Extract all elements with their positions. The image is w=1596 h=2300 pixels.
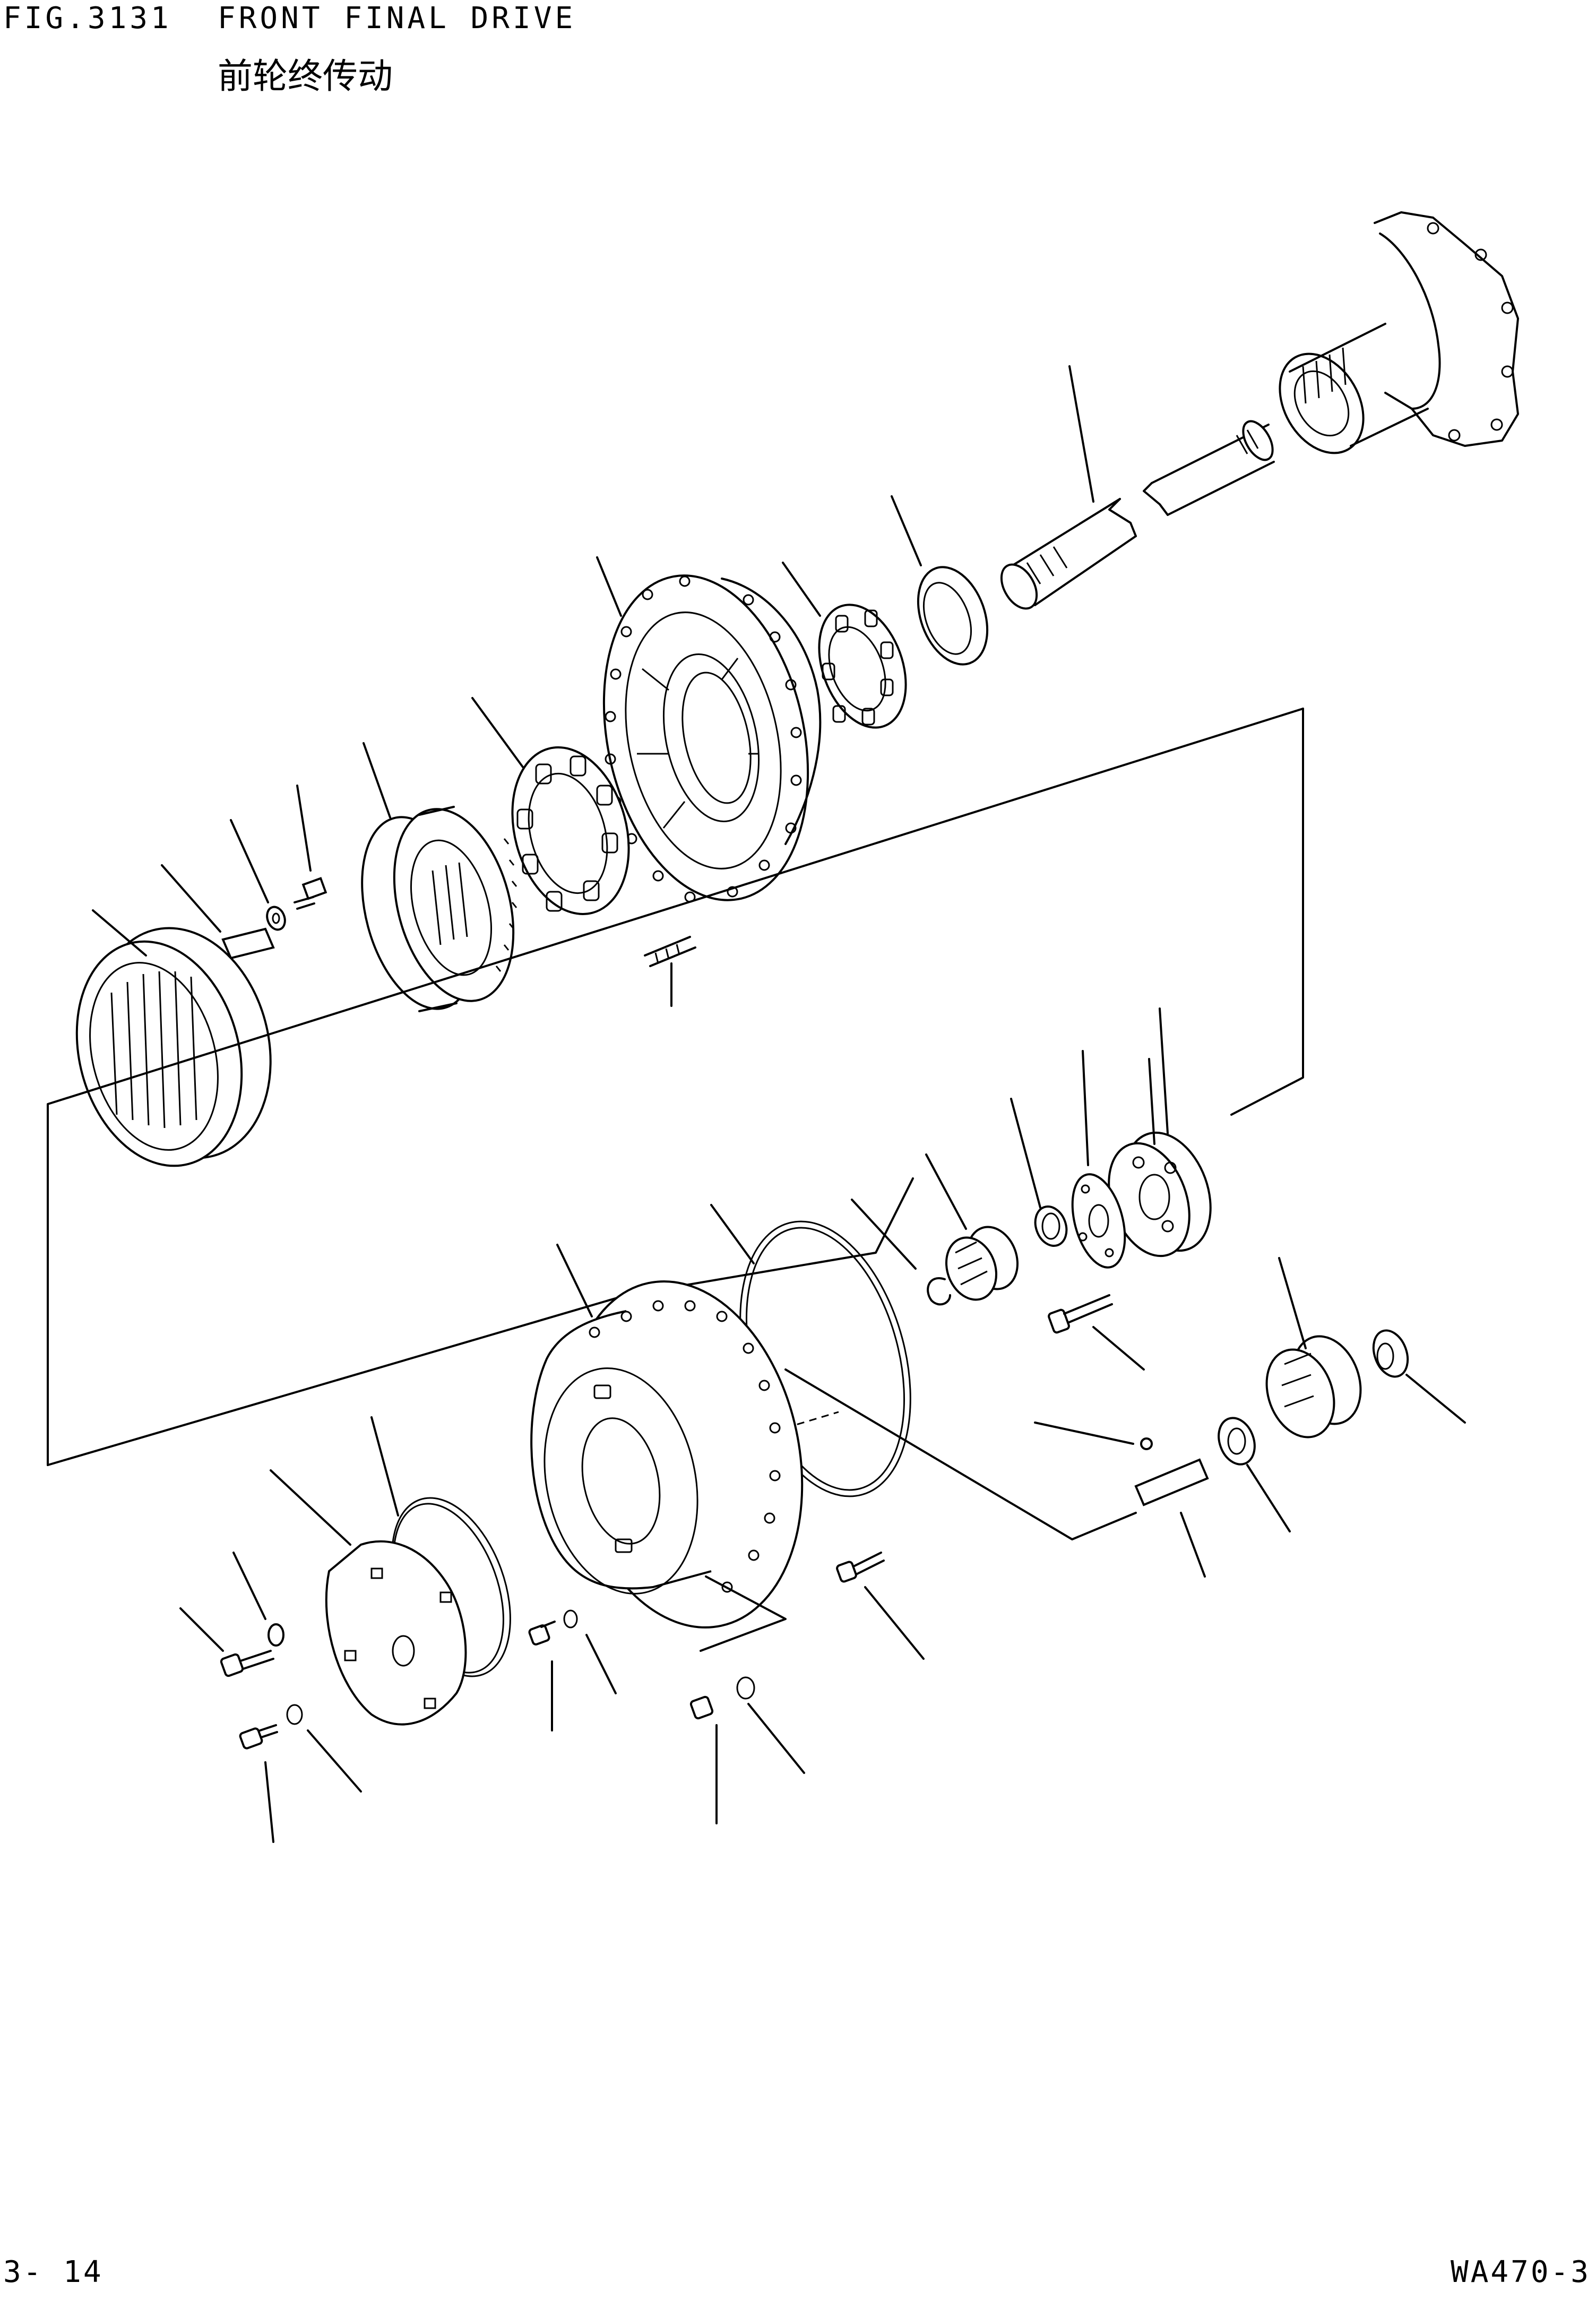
spacer-ring bbox=[1030, 1202, 1072, 1251]
housing-washer bbox=[737, 1677, 754, 1699]
cover-bolt bbox=[220, 1651, 273, 1677]
page-number: 3- 14 bbox=[3, 2255, 103, 2289]
wheel-hub bbox=[576, 556, 836, 919]
needle-bearing bbox=[938, 1220, 1026, 1307]
figure-number: FIG.3131 bbox=[3, 1, 172, 36]
callout-leaders bbox=[93, 366, 1465, 1842]
planet-carrier bbox=[1094, 1121, 1226, 1267]
assembly-line-3 bbox=[48, 1178, 913, 1465]
plug-o-ring bbox=[287, 1705, 302, 1724]
carrier-bolt bbox=[1048, 1295, 1112, 1333]
planet-bearing bbox=[1367, 1325, 1413, 1381]
oil-seal bbox=[905, 557, 1000, 674]
housing-bolt bbox=[836, 1553, 884, 1582]
level-plug bbox=[529, 1622, 555, 1646]
planet-shaft-and-ball bbox=[1136, 1438, 1207, 1505]
carrier-housing bbox=[524, 1260, 833, 1650]
thrust-washer-plate bbox=[1063, 1168, 1134, 1273]
drain-plug bbox=[239, 1725, 277, 1749]
figure-title-chinese: 前轮终传动 bbox=[218, 56, 393, 97]
cover-washer bbox=[269, 1624, 283, 1646]
snap-ring bbox=[928, 1278, 950, 1304]
level-plug-o-ring bbox=[564, 1610, 577, 1627]
ring-gear bbox=[53, 908, 295, 1184]
taper-roller-bearing-upper bbox=[803, 593, 921, 740]
figure-title-english: FRONT FINAL DRIVE bbox=[218, 1, 576, 36]
bolt-washer-lockplate-upper bbox=[223, 878, 326, 958]
model-code: WA470-3 bbox=[1450, 2255, 1591, 2289]
housing-nut-line bbox=[701, 1577, 786, 1651]
taper-roller-bearing-lower bbox=[495, 734, 646, 927]
assembly-line-2 bbox=[48, 709, 1303, 1465]
assembly-line-1 bbox=[1231, 709, 1303, 1115]
centerline bbox=[626, 1412, 839, 1476]
cover bbox=[326, 1541, 466, 1725]
assembly-line-4 bbox=[786, 1369, 1136, 1539]
axle-shaft bbox=[994, 416, 1279, 615]
planet-spacer bbox=[1213, 1413, 1261, 1469]
planet-gear bbox=[1255, 1327, 1373, 1447]
ring-gear-hub bbox=[343, 796, 533, 1021]
axle-spindle-housing bbox=[1263, 212, 1518, 468]
housing-nut bbox=[690, 1696, 713, 1719]
hub-stud-bolt bbox=[645, 937, 695, 966]
